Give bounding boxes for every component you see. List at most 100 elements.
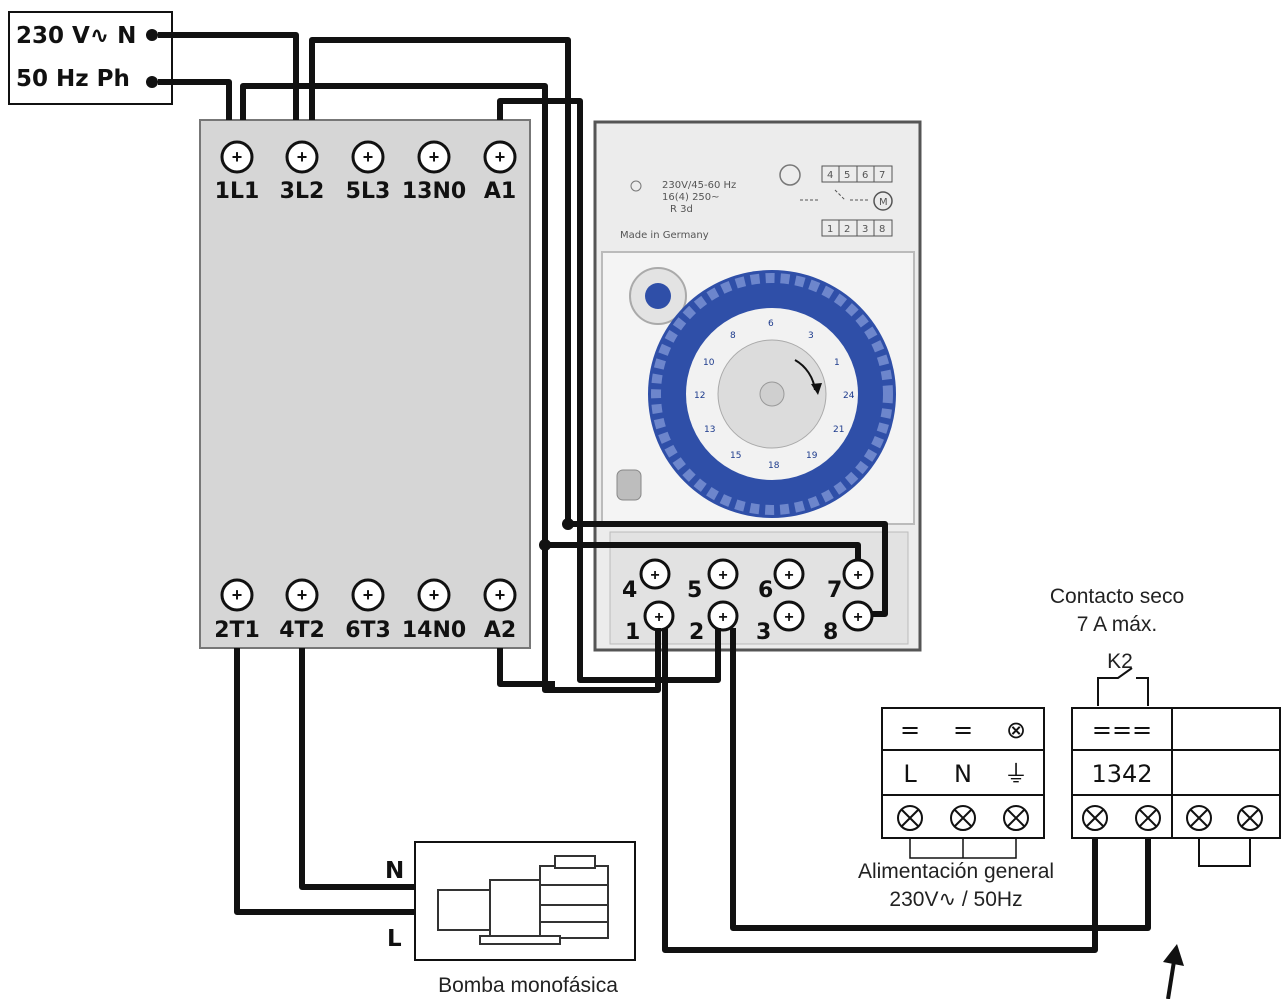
contactor-bottom-terminals: + + + + + 2T1 4T2 6T3 14N0 A2: [214, 578, 517, 643]
supply-box: 230 V∿ N 50 Hz Ph: [8, 11, 173, 105]
pump-caption: Bomba monofásica: [438, 974, 618, 997]
screw-terminal-icon[interactable]: [1082, 805, 1108, 831]
screw-terminal-icon[interactable]: [950, 805, 976, 831]
svg-text:+: +: [297, 147, 308, 167]
timer-terminal-1: 1: [625, 620, 640, 645]
supply-voltage-label: 230 V∿ N: [16, 23, 136, 49]
screw-terminal-icon[interactable]: [1135, 805, 1161, 831]
svg-text:=: =: [900, 716, 920, 744]
earth-icon: ⏚: [1004, 760, 1028, 788]
svg-text:+: +: [853, 567, 862, 584]
svg-text:+: +: [495, 585, 506, 605]
wire-timer-1-to-k2: [662, 628, 1098, 953]
relay-contact-icon: [1097, 667, 1149, 706]
wire-n-to-3l2: [158, 32, 299, 120]
wire-4t2-to-pump-n: [299, 648, 415, 890]
svg-text:+: +: [429, 585, 440, 605]
svg-text:7: 7: [879, 170, 885, 181]
terminal-screw-icon[interactable]: [417, 140, 451, 174]
svg-text:⊗: ⊗: [1006, 716, 1026, 744]
terminal-screw-icon[interactable]: [285, 578, 319, 612]
svg-text:8: 8: [879, 224, 885, 235]
svg-text:10: 10: [703, 358, 715, 368]
svg-text:21: 21: [833, 425, 844, 435]
power-l-label: L: [903, 760, 917, 788]
timer-terminal-7: 7: [827, 578, 842, 603]
svg-text:R 3d: R 3d: [670, 204, 693, 215]
svg-text:4: 4: [827, 170, 833, 181]
svg-text:13: 13: [704, 425, 715, 435]
svg-text:+: +: [429, 147, 440, 167]
pump: N L Bomba monofásica: [385, 841, 636, 997]
terminal-screw-icon[interactable]: [773, 600, 805, 632]
screw-terminal-icon[interactable]: [1237, 805, 1263, 831]
svg-text:18: 18: [768, 461, 780, 471]
wire-ph-to-1l1: [158, 79, 232, 120]
wire-junction-to-timer-7: [545, 542, 861, 560]
power-terminal-block: = = ⊗ L N ⏚: [881, 707, 1045, 859]
supply-ph-node: [146, 76, 158, 88]
svg-text:+: +: [650, 567, 659, 584]
terminal-screw-icon[interactable]: [483, 140, 517, 174]
terminal-label-2t1: 2T1: [214, 618, 260, 643]
terminal-screw-icon[interactable]: [417, 578, 451, 612]
terminal-screw-icon[interactable]: [707, 558, 739, 590]
contactor: + + + + + 1L1 3L2 5L3 13N0 A1 + + + +: [199, 119, 531, 649]
terminal-screw-icon[interactable]: [483, 578, 517, 612]
clock-symbol-icon: [779, 164, 801, 186]
terminal-label-1l1: 1L1: [215, 179, 260, 204]
svg-text:+: +: [718, 609, 727, 626]
svg-text:+: +: [232, 585, 243, 605]
terminal-screw-icon[interactable]: [351, 578, 385, 612]
timer-terminal-8: 8: [823, 620, 838, 645]
svg-text:+: +: [495, 147, 506, 167]
terminal-screw-icon[interactable]: [773, 558, 805, 590]
svg-text:+: +: [363, 147, 374, 167]
screw-terminal-icon[interactable]: [1186, 805, 1212, 831]
power-supply-rating: 230V∿ / 50Hz: [889, 888, 1022, 911]
timer-terminal-3: 3: [756, 620, 771, 645]
timer-terminal-2: 2: [689, 620, 704, 645]
terminal-screw-icon[interactable]: [285, 140, 319, 174]
svg-text:1: 1: [834, 358, 840, 368]
svg-text:+: +: [654, 609, 663, 626]
relay-terminal-block: === 1342: [1071, 707, 1281, 867]
power-supply-caption: Alimentación general: [858, 860, 1054, 883]
screw-terminal-icon[interactable]: [897, 805, 923, 831]
timer-terminal-6: 6: [758, 578, 773, 603]
screw-terminal-icon[interactable]: [1003, 805, 1029, 831]
override-switch-icon[interactable]: [645, 283, 671, 309]
relay-symbol: ===: [1092, 716, 1152, 744]
wires: [158, 32, 1151, 953]
terminal-screw-icon[interactable]: [220, 140, 254, 174]
jumper-link: [1198, 838, 1251, 867]
svg-text:2: 2: [844, 224, 850, 235]
svg-text:+: +: [232, 147, 243, 167]
terminal-label-13n0: 13N0: [402, 179, 466, 204]
contactor-top-terminals: + + + + + 1L1 3L2 5L3 13N0 A1: [215, 140, 517, 204]
svg-text:6: 6: [862, 170, 868, 181]
wire-timer-2-to-k2: [730, 628, 1151, 931]
supply-frequency-label: 50 Hz Ph: [16, 66, 130, 92]
terminal-screw-icon[interactable]: [351, 140, 385, 174]
pump-n-label: N: [385, 858, 404, 884]
svg-text:19: 19: [806, 451, 818, 461]
wire-2t1-to-pump-l: [234, 648, 415, 915]
relay-code-label: 1342: [1091, 760, 1152, 788]
timer-dial[interactable]: 6 3 1 24 21 19 18 15 13 12 10 8: [648, 270, 896, 518]
svg-text:1: 1: [827, 224, 833, 235]
svg-text:=: =: [953, 716, 973, 744]
terminal-label-3l2: 3L2: [280, 179, 325, 204]
svg-text:Made in Germany: Made in Germany: [620, 230, 709, 241]
timer-rating-label: 230V/45-60 Hz 16(4) 250~ R 3d Made in Ge…: [620, 180, 736, 241]
dry-contact-rating: 7 A máx.: [1077, 613, 1158, 636]
svg-text:24: 24: [843, 391, 855, 401]
timer-terminal-4: 4: [622, 578, 637, 603]
supply-n-node: [146, 29, 158, 41]
svg-text:230V/45-60 Hz: 230V/45-60 Hz: [662, 180, 736, 191]
terminal-screw-icon[interactable]: [220, 578, 254, 612]
terminal-label-a2: A2: [484, 618, 516, 643]
terminal-screw-icon[interactable]: [707, 600, 739, 632]
terminal-screw-icon[interactable]: [639, 558, 671, 590]
svg-text:3: 3: [808, 331, 814, 341]
